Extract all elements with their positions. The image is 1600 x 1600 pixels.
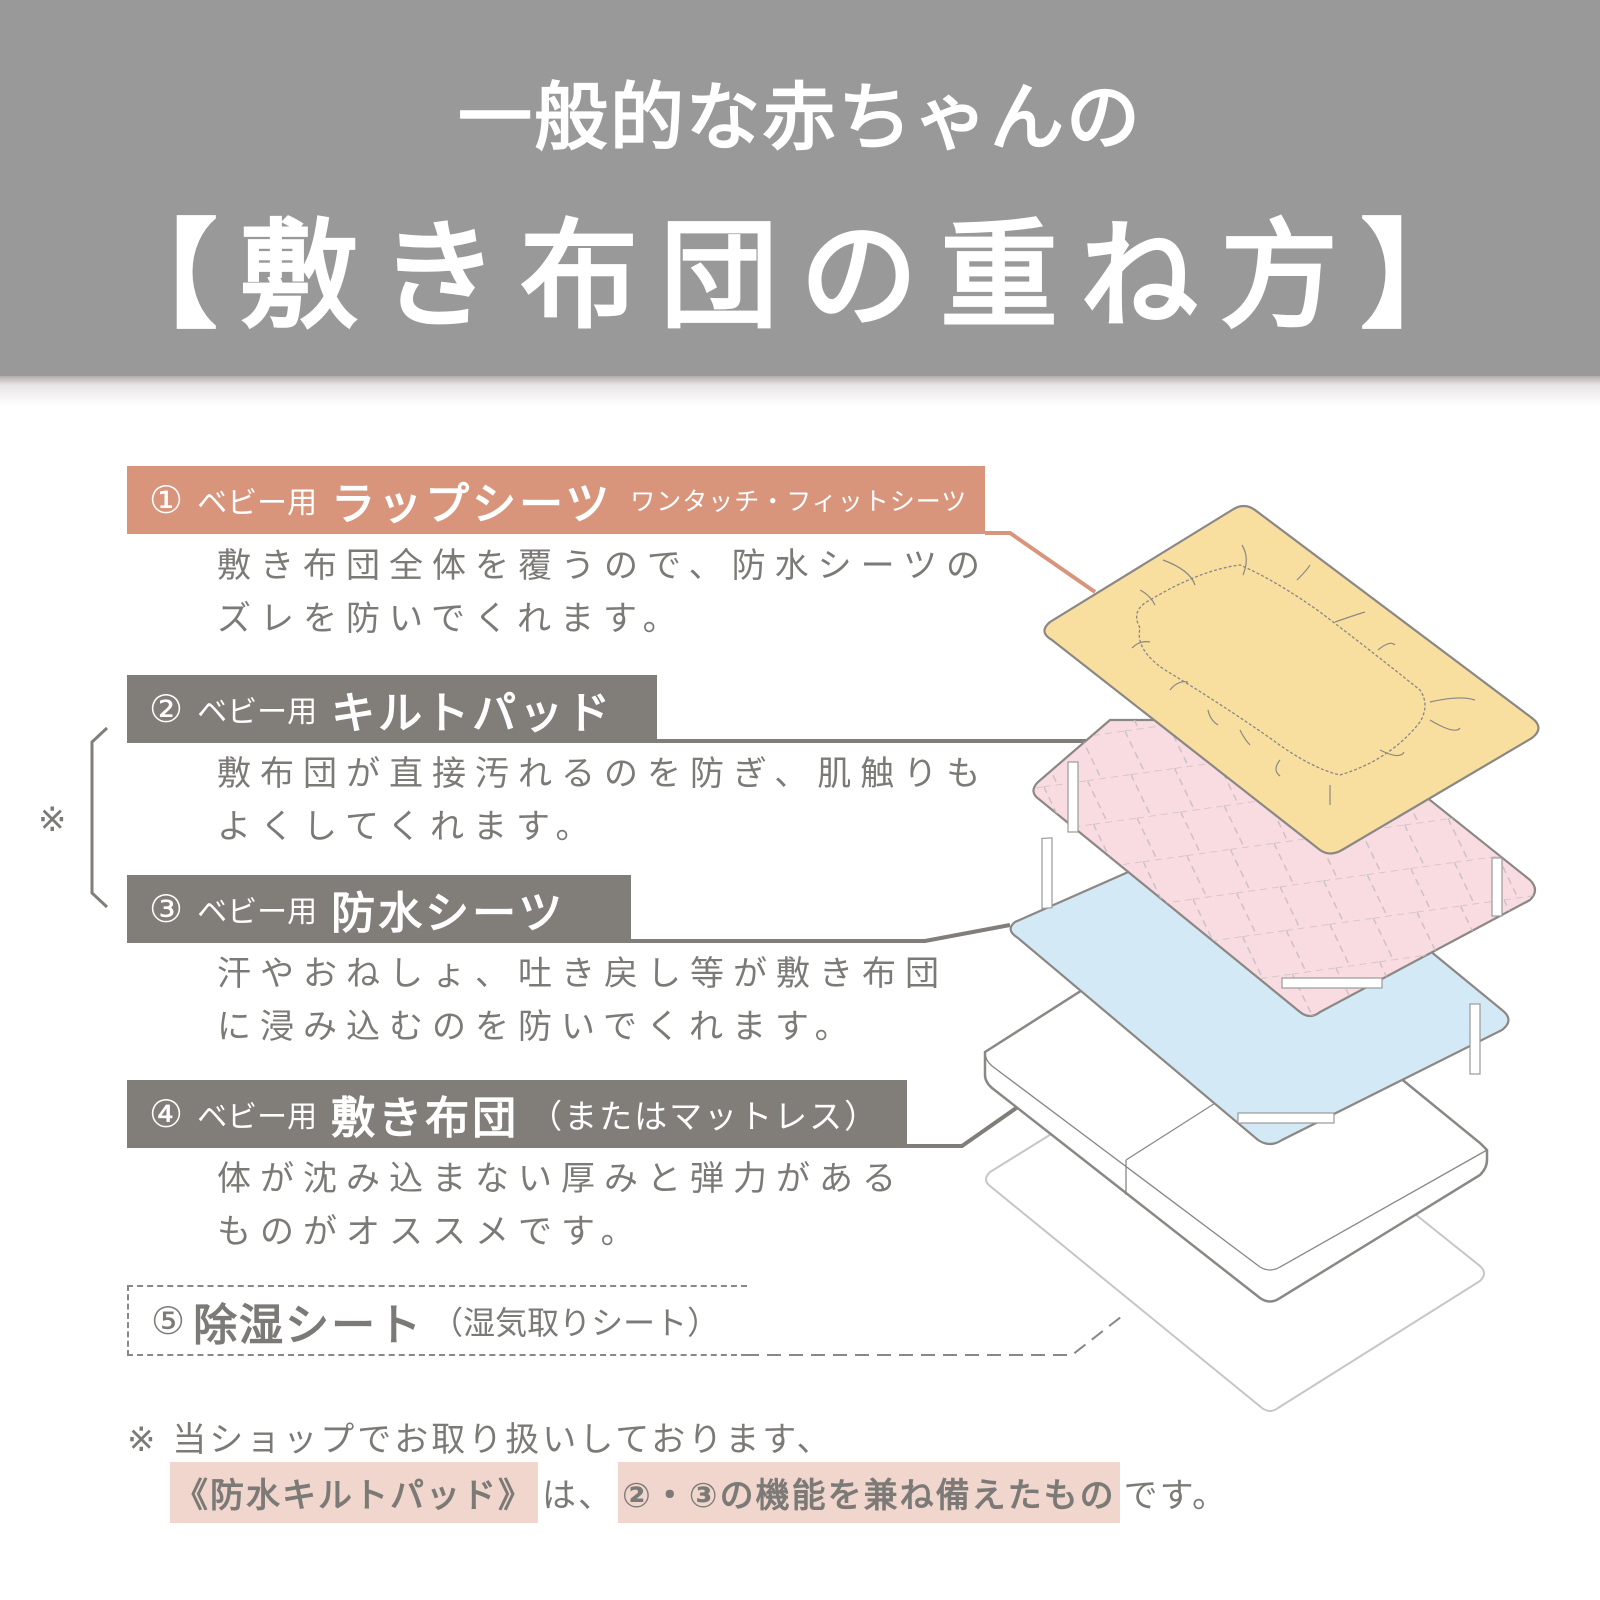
layer-5-paren: （湿気取りシート）	[431, 1303, 720, 1342]
layer-2-name: キルトパッド	[331, 688, 614, 739]
note-line-1: ※ 当ショップでお取り扱いしております、	[127, 1420, 834, 1460]
bracket	[90, 726, 109, 909]
layer-4-description: 体が沈み込まない厚みと弾力がある ものがオススメです。	[217, 1159, 905, 1252]
layer-4-paren: （またはマットレス）	[529, 1097, 880, 1136]
layer-3-description: 汗やおねしょ、吐き戻し等が敷き布団 に浸み込むのを防いでくれます。	[217, 954, 948, 1047]
layer-2-description: 敷布団が直接汚れるのを防ぎ、肌触りも よくしてくれます。	[217, 754, 990, 847]
layer-4-prefix: ベビー用	[197, 1100, 318, 1135]
layer-5-number: ⑤	[151, 1298, 186, 1343]
layer-1-suffix: ワンタッチ・フィットシーツ	[630, 487, 968, 516]
connector-line-3	[631, 923, 1011, 943]
note-highlight: ②・③の機能を兼ね備えたもの	[618, 1462, 1120, 1523]
connector-line-5	[745, 1312, 1127, 1356]
note-product-name: 《防水キルトパッド》	[170, 1462, 538, 1523]
note-line-2: 《防水キルトパッド》 は、 ②・③の機能を兼ね備えたもの です。	[170, 1462, 1232, 1523]
layer-1-number: ①	[149, 478, 184, 522]
connector-line-4	[907, 1102, 1024, 1148]
layer-3-name: 防水シーツ	[331, 888, 566, 939]
layer-5-label: ⑤ 除湿シート （湿気取りシート）	[127, 1285, 747, 1356]
page-subtitle: 一般的な赤ちゃんの	[458, 75, 1142, 161]
layer-1-name: ラップシーツ	[331, 479, 613, 530]
layer-3-label: ③ ベビー用 防水シーツ	[127, 875, 631, 943]
page-title: 【敷き布団の重ね方】	[99, 207, 1500, 345]
layer-4-number: ④	[149, 1092, 184, 1136]
note-connector: は、	[542, 1476, 614, 1516]
layer-3-prefix: ベビー用	[197, 895, 318, 930]
layer-1-label: ① ベビー用 ラップシーツ ワンタッチ・フィットシーツ	[127, 466, 985, 534]
layer-2-number: ②	[149, 687, 184, 731]
layer-4-name: 敷き布団	[331, 1093, 520, 1144]
layer-4-label: ④ ベビー用 敷き布団 （またはマットレス）	[127, 1080, 907, 1148]
connector-line-1	[985, 531, 1097, 594]
layer-3-number: ③	[149, 887, 184, 931]
layer-2-label: ② ベビー用 キルトパッド	[127, 675, 657, 743]
note-ending: です。	[1123, 1476, 1229, 1516]
layer-2-prefix: ベビー用	[197, 695, 318, 730]
bracket-asterisk-mark: ※	[38, 800, 67, 840]
header-banner	[0, 0, 1600, 376]
layer-1-prefix: ベビー用	[197, 486, 318, 521]
wrap-sheet-illustration	[1043, 504, 1540, 855]
layer-5-name: 除湿シート	[193, 1299, 424, 1351]
header-shadow	[0, 376, 1600, 406]
layer-1-description: 敷き布団全体を覆うので、防水シーツの ズレを防いでくれます。	[217, 546, 989, 639]
